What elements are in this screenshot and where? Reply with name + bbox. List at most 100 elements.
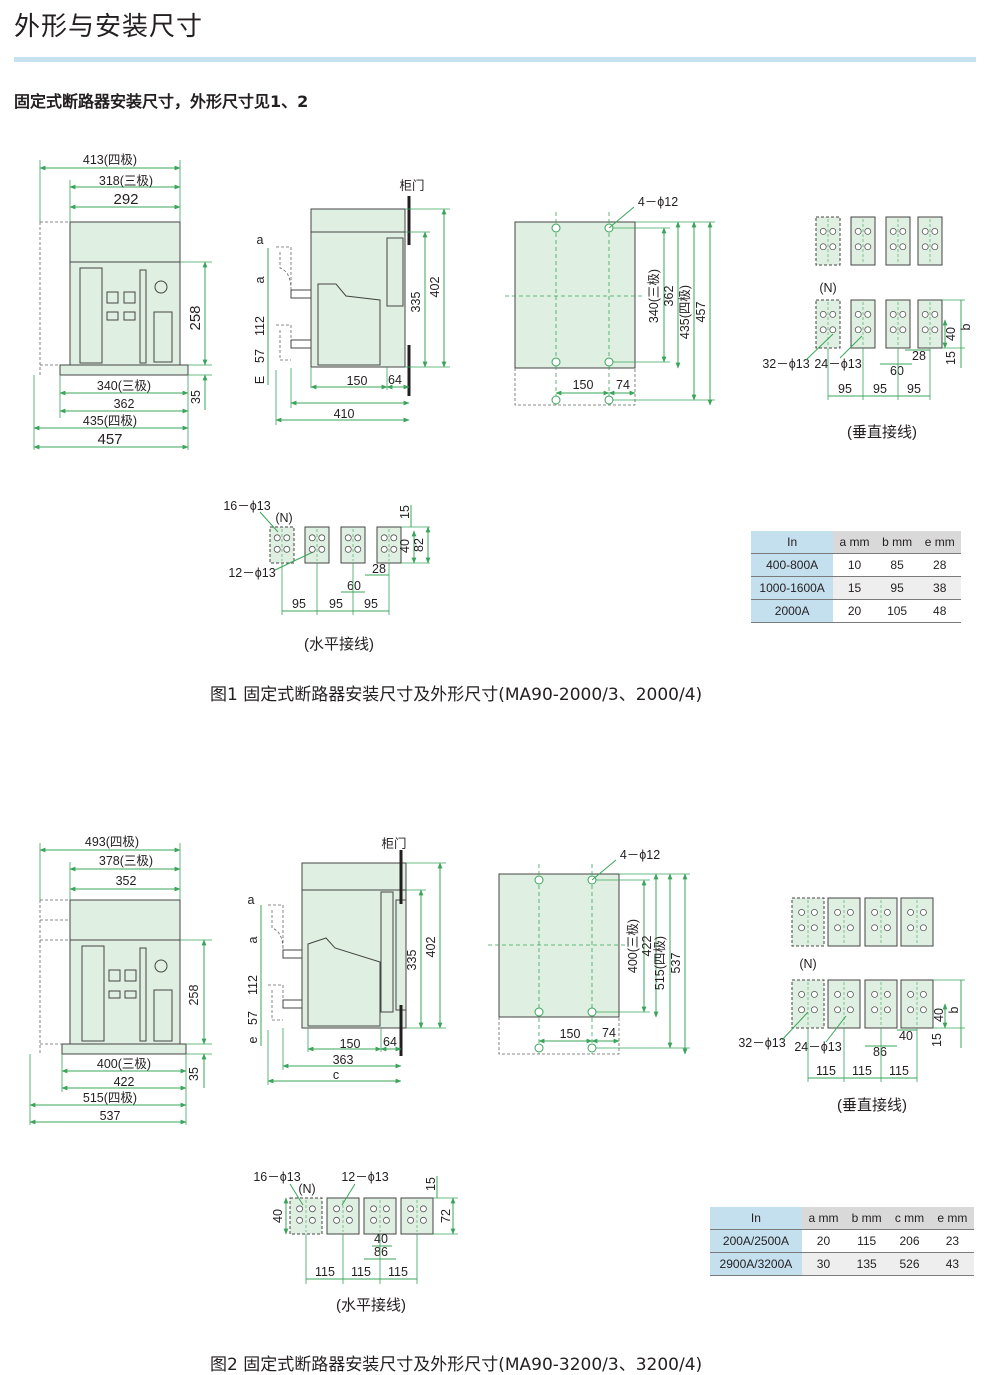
bolt-hole: [871, 991, 878, 998]
table-header: c mm: [888, 1207, 931, 1230]
dim-label: 15: [930, 1033, 944, 1047]
fig1-vertical-connection: (N) 32－ϕ13 24－ϕ13 28 60 40 b 15 95 95 95…: [762, 216, 973, 441]
door-label: 柜门: [381, 836, 406, 851]
bolt-hole: [819, 227, 827, 235]
bolt-hole: [344, 545, 352, 553]
holes-label: 32－ϕ13: [762, 357, 809, 371]
bolt-hole: [907, 1006, 914, 1014]
mounting-hole: [604, 357, 614, 367]
dim-label: 40: [932, 1008, 946, 1022]
dim-label: a: [246, 936, 260, 943]
bolt-hole: [407, 1216, 415, 1224]
bolt-hole: [308, 1205, 316, 1213]
bolt-hole: [798, 1006, 805, 1014]
dim-label: c: [333, 1068, 339, 1082]
dim-label: 422: [114, 1075, 135, 1089]
dim-label: 115: [852, 1064, 872, 1078]
bolt-hole: [811, 909, 818, 916]
bolt-hole: [318, 545, 326, 553]
bolt-hole: [854, 310, 862, 318]
table-cell: 95: [875, 576, 919, 600]
bolt-hole: [899, 243, 907, 251]
bolt-hole: [308, 1216, 316, 1224]
bolt-hole: [847, 909, 854, 916]
dim-label: a: [248, 893, 255, 907]
dim-label: 340(三极): [647, 269, 661, 323]
dim-label: 40: [944, 327, 958, 341]
dim-label: 15: [424, 1177, 438, 1191]
mounting-hole: [551, 357, 561, 367]
bolt-hole: [811, 1006, 818, 1014]
dim-label: 292: [113, 191, 138, 208]
table-row: 2000A 20 105 48: [751, 599, 961, 623]
fig1-horizontal-connection: 16－ϕ13 (N) 12－ϕ13 15 40 82 28 60 95 95 9…: [223, 499, 431, 653]
dim-label: 258: [187, 305, 204, 330]
holes-label: 12－ϕ13: [228, 566, 275, 580]
fig2-front-view: 493(四极) 378(三极) 352 258 35 400(三极) 422 5…: [29, 835, 212, 1125]
bolt-hole: [382, 1205, 390, 1213]
dim-label: 150: [573, 378, 594, 392]
table-cell: 2900A/3200A: [710, 1252, 802, 1276]
terminal-bolt-holes: [273, 219, 939, 1232]
table-header: e mm: [918, 531, 961, 554]
horizontal-connection-label: (水平接线): [304, 636, 374, 653]
bolt-hole: [920, 909, 927, 916]
bolt-hole: [854, 326, 862, 334]
dim-label: 40: [374, 1232, 388, 1246]
holes-label: 24－ϕ13: [814, 357, 861, 371]
door-label: 柜门: [399, 178, 424, 193]
dim-label: 57: [246, 1011, 260, 1025]
bolt-hole: [345, 1216, 353, 1224]
bolt-hole: [819, 243, 827, 251]
dim-label: 537: [669, 953, 683, 974]
dim-label: 400(三极): [626, 919, 640, 973]
bolt-hole: [390, 534, 398, 542]
bolt-hole: [370, 1205, 378, 1213]
bolt-hole: [921, 310, 929, 318]
table-header: In: [751, 531, 834, 554]
bolt-hole: [847, 991, 854, 998]
fig2-horizontal-connection: 16－ϕ13 12－ϕ13 (N) 40 15 72 40 86 115 115…: [253, 1170, 458, 1314]
holes-label: 4－ϕ12: [638, 195, 678, 209]
table-cell: 85: [875, 553, 919, 577]
neutral-label: (N): [819, 281, 836, 295]
horizontal-connection-label: (水平接线): [336, 1297, 406, 1314]
table-header: b mm: [845, 1207, 889, 1230]
dim-label: 340(三极): [97, 379, 151, 393]
bolt-hole: [864, 310, 872, 318]
dim-label: 112: [246, 975, 260, 995]
dim-label: 64: [388, 373, 402, 387]
table-header: a mm: [801, 1207, 846, 1230]
bolt-hole: [884, 924, 891, 932]
mounting-hole: [534, 875, 544, 885]
fig2-side-view: 柜门 335 402 a a 112 57 e 150 64 363 c: [246, 836, 446, 1085]
table-cell: 200A/2500A: [710, 1229, 802, 1253]
bolt-hole: [871, 1006, 878, 1014]
dim-label: 362: [662, 286, 676, 307]
table-cell: 20: [833, 599, 876, 623]
bolt-hole: [419, 1216, 427, 1224]
bolt-hole: [419, 1205, 427, 1213]
page-title: 外形与安装尺寸: [14, 12, 204, 42]
holes-label: 16－ϕ13: [223, 499, 270, 513]
bolt-hole: [308, 534, 316, 542]
bolt-hole: [889, 310, 897, 318]
neutral-label: (N): [275, 511, 292, 525]
dim-label: 95: [907, 382, 921, 396]
dim-label: 82: [412, 538, 426, 552]
table-row: 2900A/3200A 30 135 526 43: [710, 1252, 974, 1276]
bolt-hole: [884, 909, 891, 916]
bolt-hole: [931, 310, 939, 318]
dim-label: 335: [409, 292, 423, 313]
table-row: 200A/2500A 20 115 206 23: [710, 1229, 974, 1253]
bolt-hole: [884, 991, 891, 998]
dim-label: a: [253, 276, 267, 283]
bolt-hole: [854, 227, 862, 235]
table-cell: 48: [918, 599, 961, 623]
bolt-hole: [834, 1006, 841, 1014]
dim-label: E: [253, 376, 267, 384]
table-row: 400-800A 10 85 28: [751, 553, 961, 577]
bolt-hole: [354, 534, 362, 542]
dim-label: b: [947, 1006, 961, 1013]
dim-label: 15: [944, 351, 958, 365]
